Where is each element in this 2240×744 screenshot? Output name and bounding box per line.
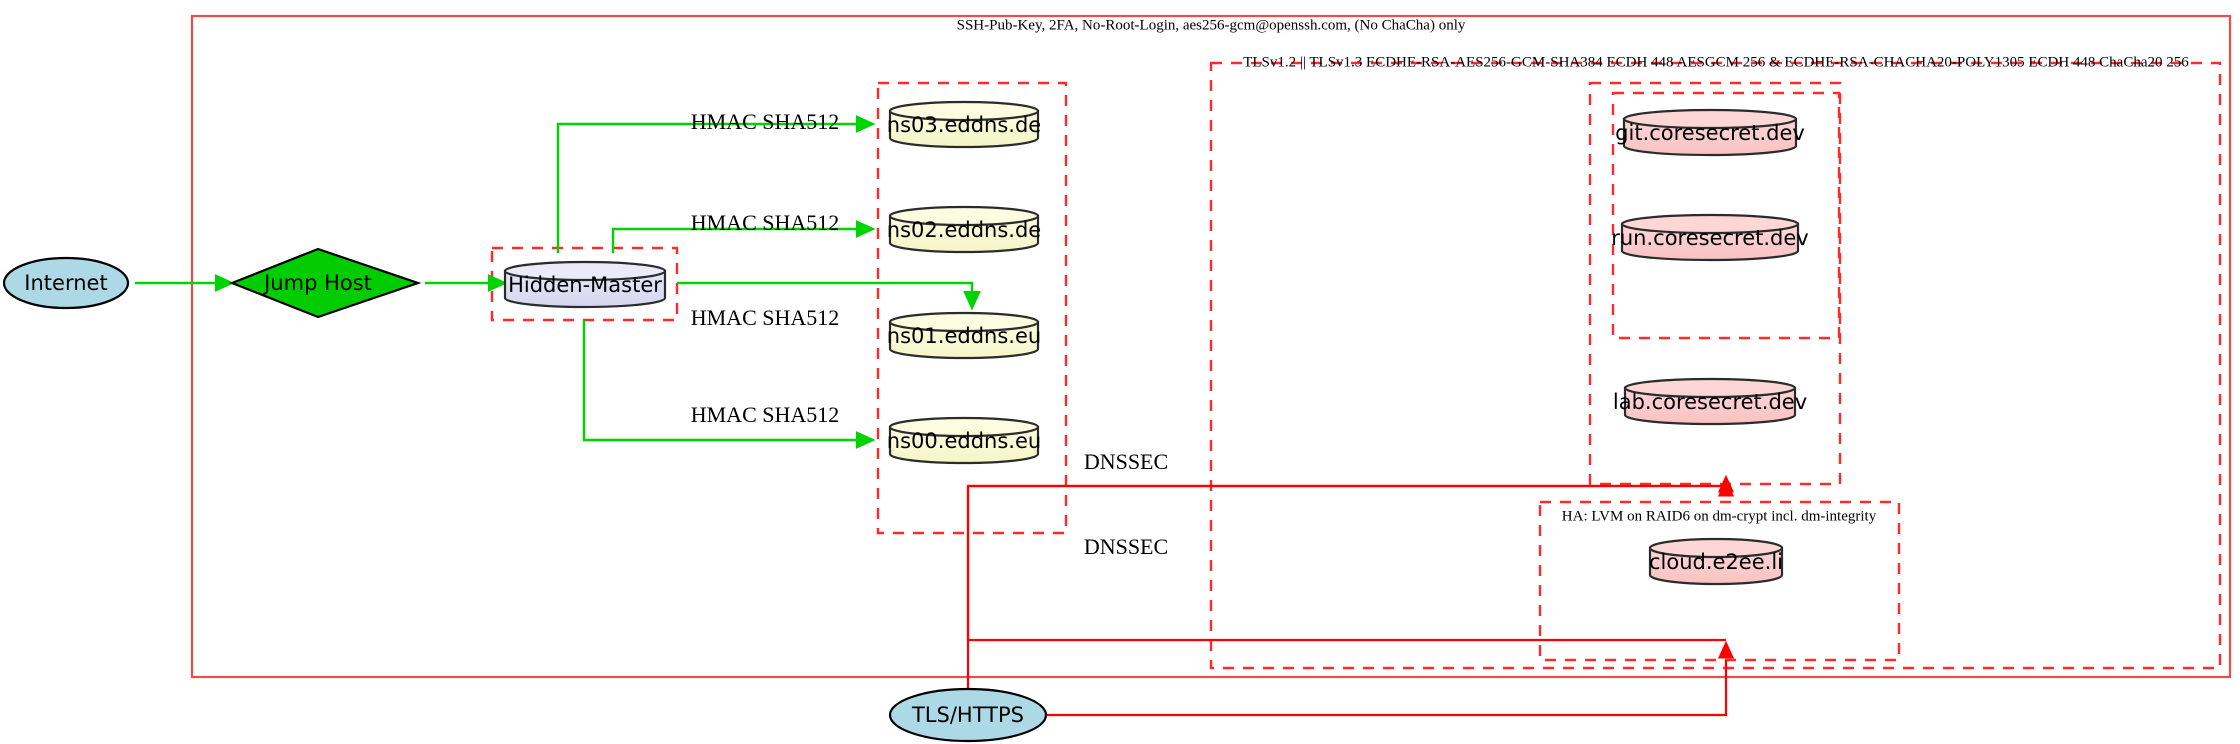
cluster-coresecret-outer-box	[1588, 81, 1842, 486]
node-run-coresecret[interactable]: run.coresecret.dev	[1611, 213, 1809, 262]
edge-label-hmac-ns00: HMAC SHA512	[691, 402, 840, 427]
node-lab-coresecret-label: lab.coresecret.dev	[1613, 390, 1807, 414]
node-jump-host-label: Jump Host	[262, 271, 372, 295]
node-ns02[interactable]: ns02.eddns.de	[887, 205, 1041, 254]
cluster-tls-label: TLSv1.2 || TLSv1.3 ECDHE-RSA-AES256-GCM-…	[1243, 54, 2189, 70]
node-cloud-e2ee[interactable]: cloud.e2ee.li	[1648, 537, 1784, 586]
node-tls-https[interactable]: TLS/HTTPS	[888, 687, 1048, 743]
edge-hidden-master-to-ns03	[556, 124, 872, 253]
node-jump-host[interactable]: Jump Host	[229, 247, 422, 319]
edge-label-hmac-ns02: HMAC SHA512	[691, 210, 840, 235]
edge-hidden-master-to-ns01	[677, 281, 972, 307]
node-internet-label: Internet	[24, 271, 107, 295]
edge-tls-to-ha-right	[1005, 660, 1728, 717]
edge-label-hmac-ns03: HMAC SHA512	[691, 109, 840, 134]
node-ns01-label: ns01.eddns.eu	[887, 324, 1041, 348]
cluster-nameservers-box	[876, 81, 1068, 535]
node-ns03[interactable]: ns03.eddns.de	[887, 100, 1041, 149]
node-ns02-label: ns02.eddns.de	[887, 218, 1041, 242]
edge-label-dnssec-lower: DNSSEC	[1084, 534, 1168, 559]
edge-hidden-master-to-ns00	[582, 320, 872, 440]
cluster-ssh-label: SSH-Pub-Key, 2FA, No-Root-Login, aes256-…	[957, 17, 1466, 33]
node-ns00-label: ns00.eddns.eu	[887, 429, 1041, 453]
node-hidden-master[interactable]: Hidden-Master	[503, 260, 667, 309]
edge-label-dnssec-upper: DNSSEC	[1084, 449, 1168, 474]
node-lab-coresecret[interactable]: lab.coresecret.dev	[1613, 377, 1807, 426]
node-ns01[interactable]: ns01.eddns.eu	[887, 311, 1041, 360]
node-run-coresecret-label: run.coresecret.dev	[1611, 226, 1809, 250]
cluster-tls-box	[1209, 61, 2222, 670]
node-ns00[interactable]: ns00.eddns.eu	[887, 416, 1041, 465]
node-internet[interactable]: Internet	[2, 256, 130, 310]
node-cloud-e2ee-label: cloud.e2ee.li	[1649, 550, 1783, 574]
node-hidden-master-label: Hidden-Master	[508, 273, 662, 297]
cluster-ha-label: HA: LVM on RAID6 on dm-crypt incl. dm-in…	[1562, 508, 1877, 524]
node-git-coresecret[interactable]: git.coresecret.dev	[1615, 108, 1805, 157]
node-ns03-label: ns03.eddns.de	[887, 113, 1041, 137]
edge-label-hmac-ns01: HMAC SHA512	[691, 305, 840, 330]
node-tls-https-label: TLS/HTTPS	[911, 703, 1024, 727]
node-git-coresecret-label: git.coresecret.dev	[1615, 121, 1805, 145]
edge-hidden-master-to-ns02	[611, 229, 872, 253]
cluster-ssh-box	[190, 14, 2232, 679]
cluster-coresecret-inner-box	[1611, 91, 1841, 340]
